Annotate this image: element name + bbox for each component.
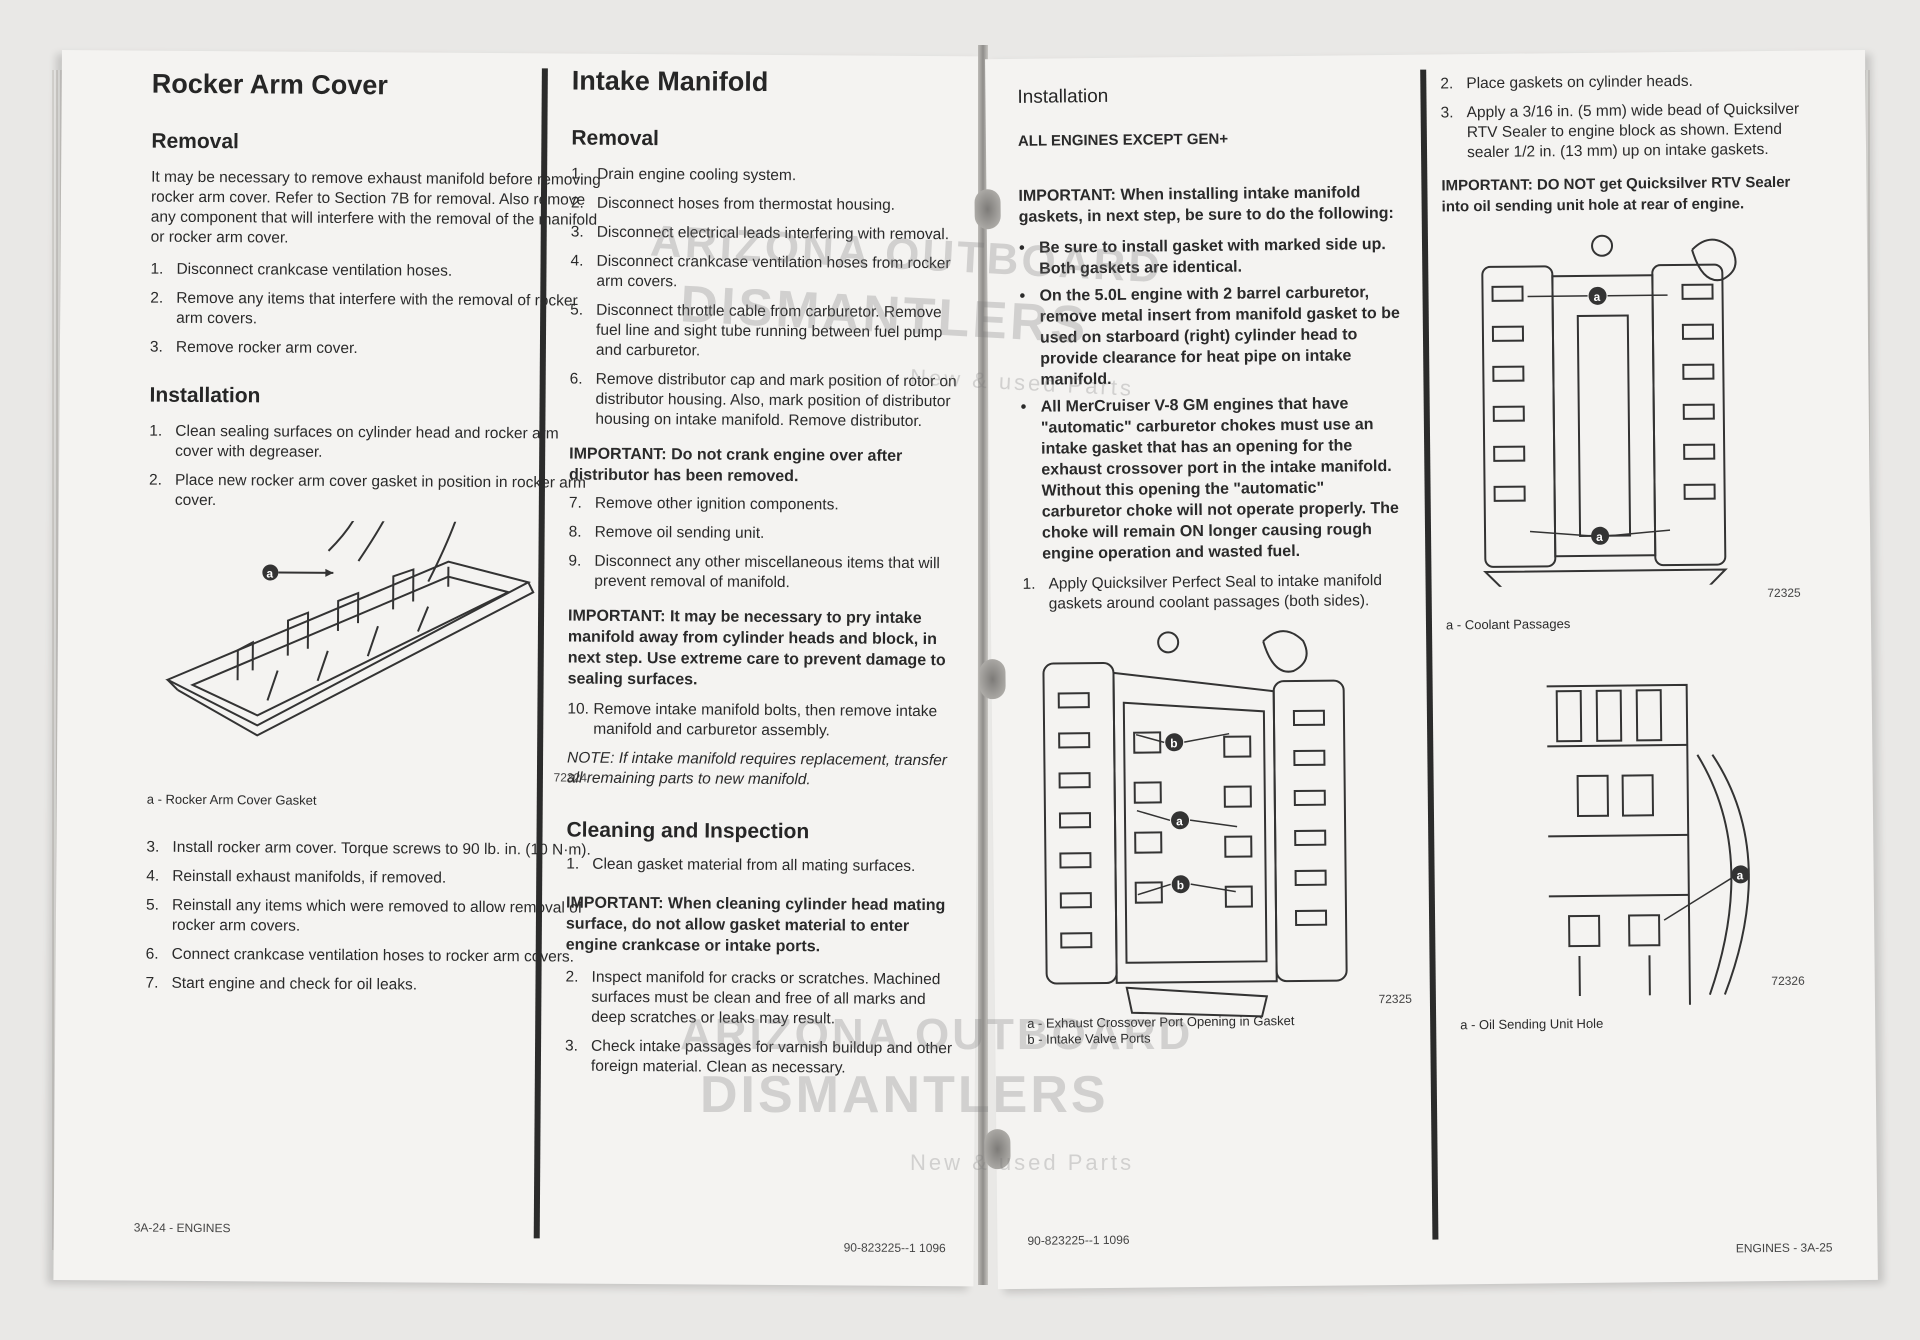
important-note: IMPORTANT: When installing intake manifo… <box>1018 184 1394 226</box>
figure-caption: a - Exhaust Crossover Port Opening in Ga… <box>1027 1013 1295 1031</box>
important-note: IMPORTANT: DO NOT get Quicksilver RTV Se… <box>1441 173 1791 216</box>
oil-sending-figure: a 72326 a - Oil Sending Unit Hole <box>1447 674 1816 1048</box>
binding-hole <box>979 659 1006 700</box>
figure-caption: a - Oil Sending Unit Hole <box>1460 1015 1604 1033</box>
figure-number: 72325 <box>1767 585 1801 601</box>
list-item: 2.Place new rocker arm cover gasket in p… <box>148 471 586 510</box>
callout-a-label: a <box>1176 814 1183 828</box>
list-item: 3.Disconnect electrical leads interferin… <box>570 223 950 244</box>
sealer-steps: 2.Place gaskets on cylinder heads. 3.App… <box>1440 71 1806 164</box>
bullet-item: •Be sure to install gasket with marked s… <box>1018 236 1386 278</box>
cleaning-steps-b: 2.Inspect manifold for cracks or scratch… <box>565 968 961 1080</box>
list-item: 6.Connect crankcase ventilation hoses to… <box>145 945 575 966</box>
list-item: 4.Disconnect crankcase ventilation hoses… <box>570 252 951 291</box>
page-footer-part-number: 90-823225--1 1096 <box>843 1240 946 1256</box>
engine-top-drawing: a a <box>1481 234 1737 588</box>
callout-b-label: b <box>1170 736 1177 750</box>
important-note: IMPORTANT: Do not crank engine over afte… <box>568 445 903 486</box>
callout-a-label: a <box>266 566 273 580</box>
bullet-item: •On the 5.0L engine with 2 barrel carbur… <box>1019 284 1400 389</box>
figure-caption: b - Intake Valve Ports <box>1027 1030 1151 1047</box>
binding-hole <box>974 189 1001 230</box>
section-title: Intake Manifold <box>571 65 769 97</box>
section-title: Rocker Arm Cover <box>151 68 388 101</box>
installation-heading: Installation <box>1017 85 1109 108</box>
list-item: 2.Remove any items that interfere with t… <box>150 289 578 328</box>
rocker-arm-figure: a 72324 a - Rocker Arm Cover Gasket <box>146 519 599 823</box>
important-note: IMPORTANT: When cleaning cylinder head m… <box>565 894 946 956</box>
list-item: 2.Inspect manifold for cracks or scratch… <box>565 968 941 1028</box>
install-steps-b: 3.Install rocker arm cover. Torque screw… <box>145 838 596 997</box>
list-item: 6.Remove distributor cap and mark positi… <box>569 370 957 431</box>
coolant-passages-figure: a a 72325 a - Coolant Passages <box>1442 224 1811 648</box>
callout-b-label: b <box>1177 878 1184 892</box>
list-item: 10.Remove intake manifold bolts, then re… <box>567 700 938 740</box>
removal-steps-b: 7.Remove other ignition components. 8.Re… <box>568 494 964 595</box>
left-page: Rocker Arm Cover Removal It may be neces… <box>53 50 982 1287</box>
cleaning-heading: Cleaning and Inspection <box>566 818 810 844</box>
removal-steps: 1.Disconnect crankcase ventilation hoses… <box>150 260 601 361</box>
rocker-arm-column: Rocker Arm Cover Removal It may be neces… <box>145 69 602 1006</box>
engine-block-drawing: b a b <box>1042 630 1348 1018</box>
figure-caption: a - Coolant Passages <box>1445 616 1571 633</box>
list-item: 2.Place gaskets on cylinder heads. <box>1440 72 1694 93</box>
install-steps-a: 1.Clean sealing surfaces on cylinder hea… <box>149 422 600 514</box>
figure-caption: a - Rocker Arm Cover Gasket <box>146 791 317 808</box>
installation-column: Installation ALL ENGINES EXCEPT GEN+ IMP… <box>1017 83 1412 1047</box>
list-item: 1.Clean sealing surfaces on cylinder hea… <box>149 422 559 461</box>
list-item: 1.Clean gasket material from all mating … <box>566 855 916 875</box>
list-item: 3.Apply a 3/16 in. (5 mm) wide bead of Q… <box>1440 100 1800 162</box>
note: NOTE: If intake manifold requires replac… <box>566 749 948 789</box>
list-item: 3.Check intake passages for varnish buil… <box>564 1037 953 1077</box>
list-item: 3.Install rocker arm cover. Torque screw… <box>146 838 591 859</box>
list-item: 3.Remove rocker arm cover. <box>149 338 358 358</box>
figure-number: 72325 <box>1378 991 1412 1007</box>
page-footer-right: ENGINES - 3A-25 <box>1735 1240 1833 1256</box>
column-rule <box>1420 69 1439 1240</box>
engine-subheading: ALL ENGINES EXCEPT GEN+ <box>1017 130 1229 150</box>
intake-manifold-column: Intake Manifold Removal 1.Drain engine c… <box>565 66 967 1089</box>
list-item: 7.Remove other ignition components. <box>568 494 839 514</box>
bullet-list: •Be sure to install gasket with marked s… <box>1019 234 1407 565</box>
install-steps: 1.Apply Quicksilver Perfect Seal to inta… <box>1022 571 1407 615</box>
removal-heading: Removal <box>151 129 239 154</box>
installation-heading: Installation <box>149 383 261 408</box>
list-item: 9.Disconnect any other miscellaneous ite… <box>568 552 940 592</box>
list-item: 1.Disconnect crankcase ventilation hoses… <box>150 260 453 280</box>
removal-steps: 1.Drain engine cooling system. 2.Disconn… <box>569 165 966 433</box>
callout-a-label: a <box>1737 868 1744 882</box>
rocker-arm-cover-drawing: a <box>165 519 535 737</box>
list-item: 1.Drain engine cooling system. <box>571 165 797 185</box>
cleaning-steps-a: 1.Clean gasket material from all mating … <box>566 855 961 878</box>
list-item: 5.Reinstall any items which were removed… <box>145 896 583 935</box>
bullet-item: •All MerCruiser V-8 GM engines that have… <box>1020 395 1399 563</box>
callout-a-label: a <box>1596 530 1603 544</box>
sealer-column: 2.Place gaskets on cylinder heads. 3.App… <box>1440 71 1815 1048</box>
removal-intro: It may be necessary to remove exhaust ma… <box>150 168 601 247</box>
callout-a-label: a <box>1593 290 1600 304</box>
list-item: 7.Start engine and check for oil leaks. <box>145 974 418 994</box>
important-note: IMPORTANT: It may be necessary to pry in… <box>567 607 946 689</box>
page-footer-left: 3A-24 - ENGINES <box>133 1220 231 1236</box>
list-item: 2.Disconnect hoses from thermostat housi… <box>570 194 896 214</box>
right-page: Installation ALL ENGINES EXCEPT GEN+ IMP… <box>974 50 1878 1290</box>
list-item: 4.Reinstall exhaust manifolds, if remove… <box>146 867 447 887</box>
list-item: 5.Disconnect throttle cable from carbure… <box>570 301 943 360</box>
removal-heading: Removal <box>571 126 660 151</box>
figure-number: 72326 <box>1771 973 1805 989</box>
removal-steps-c: 10.Remove intake manifold bolts, then re… <box>567 700 962 743</box>
page-footer-part-number: 90-823225--1 1096 <box>1027 1232 1130 1248</box>
block-rear-drawing: a <box>1546 683 1750 1005</box>
binding-hole <box>984 1129 1011 1170</box>
list-item: 1.Apply Quicksilver Perfect Seal to inta… <box>1022 572 1383 613</box>
intake-gasket-figure: b a b 72325 a - Exhaust Crossover Port O… <box>1023 620 1412 1047</box>
callout-a-marker <box>262 564 279 581</box>
list-item: 8.Remove oil sending unit. <box>568 523 765 542</box>
